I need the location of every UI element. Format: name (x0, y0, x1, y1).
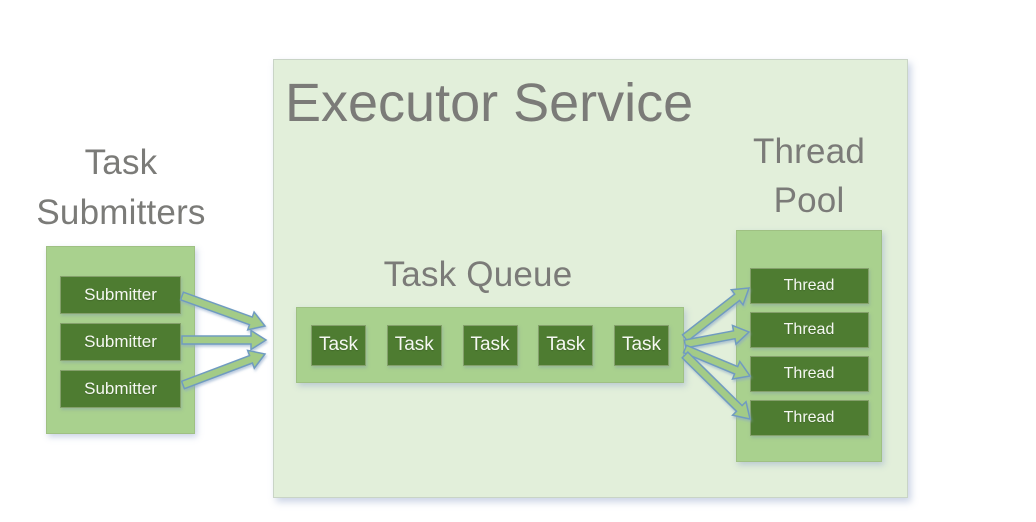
thread-box-label: Thread (783, 277, 835, 294)
thread-box: Thread (749, 400, 869, 436)
thread-pool-box: Thread Thread Thread Thread (736, 230, 882, 462)
task-box-label: Task (394, 334, 434, 355)
submitter-box: Submitter (60, 323, 181, 361)
task-box: Task (614, 324, 669, 366)
thread-box-label: Thread (783, 409, 835, 426)
thread-pool-label-line1: Thread (752, 132, 866, 171)
task-box: Task (311, 324, 366, 366)
task-queue-box: Task Task Task Task Task (296, 307, 684, 383)
task-box-label: Task (318, 334, 359, 355)
task-queue-label: Task Queue (383, 255, 573, 294)
task-box-label: Task (470, 334, 510, 355)
task-box: Task (386, 324, 442, 366)
task-box: Task (538, 324, 594, 366)
thread-pool-label: Thread Pool (736, 127, 882, 225)
thread-box-label: Thread (783, 365, 835, 382)
submitter-box: Submitter (60, 276, 181, 314)
task-box: Task (462, 324, 518, 366)
submitter-box-label: Submitter (84, 379, 157, 398)
task-submitters-label-line2: Submitters (36, 193, 206, 232)
thread-pool-label-line2: Pool (773, 181, 845, 220)
executor-service-title: Executor Service (285, 73, 694, 133)
thread-box: Thread (749, 312, 869, 348)
submitter-box-label: Submitter (84, 285, 157, 304)
task-submitters-label: Task Submitters (8, 138, 234, 238)
submitter-box: Submitter (60, 370, 181, 408)
task-submitters-group: Submitter Submitter Submitter (46, 246, 195, 434)
task-box-label: Task (546, 334, 586, 355)
thread-box: Thread (749, 356, 869, 392)
thread-box: Thread (749, 268, 869, 304)
thread-box-label: Thread (783, 321, 835, 338)
task-submitters-label-line1: Task (84, 143, 158, 182)
task-box-label: Task (621, 334, 662, 355)
submitter-box-label: Submitter (84, 332, 157, 351)
